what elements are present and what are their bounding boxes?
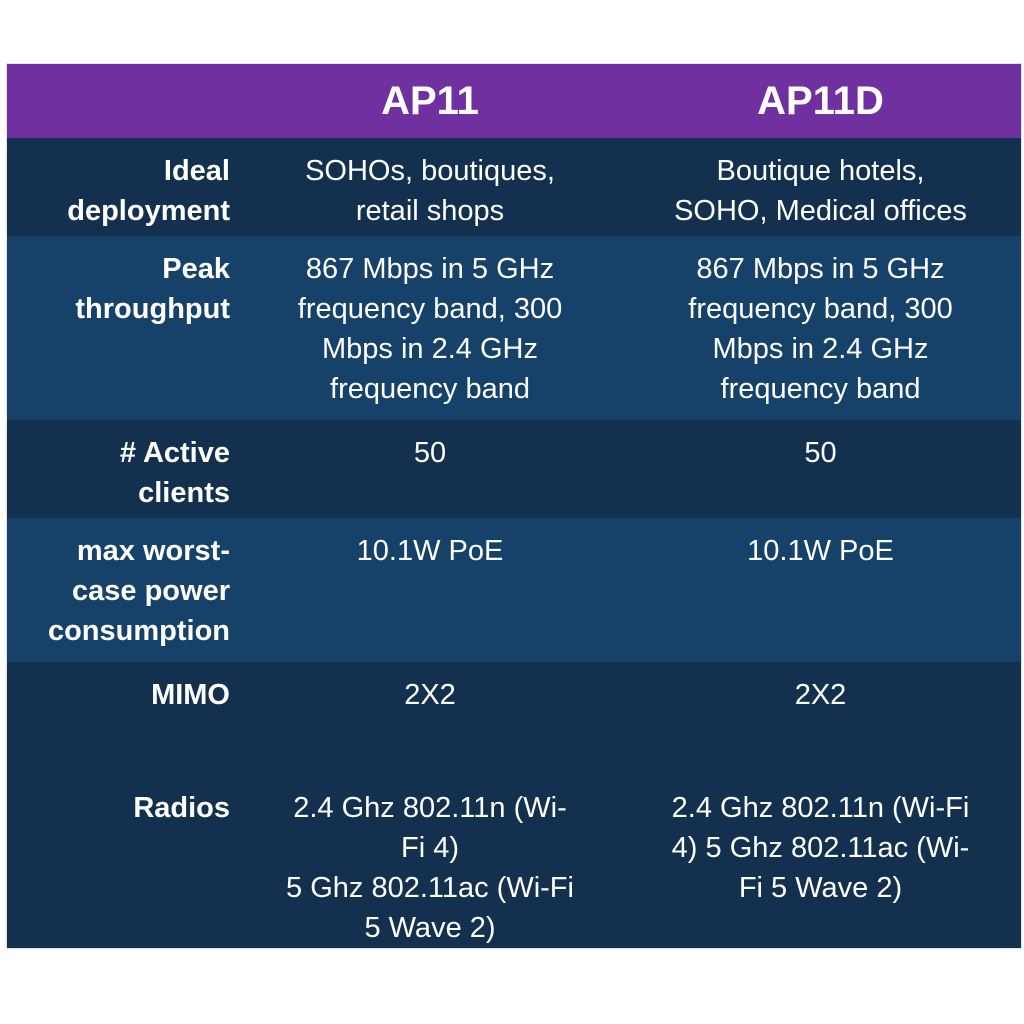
product-comparison-table: AP11 AP11D Ideal deployment SOHOs, bouti… [7,64,1021,948]
row-ideal-deployment: Ideal deployment SOHOs, boutiques, retai… [7,138,1021,236]
row-label-mimo: MIMO [151,679,230,711]
value-peak-throughput-ap11d: 867 Mbps in 5 GHz frequency band, 300 Mb… [688,253,953,405]
header-cell-ap11: AP11 [381,79,479,123]
value-max-power-ap11d: 10.1W PoE [747,535,894,567]
value-max-power-ap11: 10.1W PoE [356,535,504,567]
table-header-row: AP11 AP11D [7,64,1021,138]
value-peak-throughput-ap11: 867 Mbps in 5 GHz frequency band, 300 Mb… [297,253,563,405]
value-ideal-deployment-ap11d: Boutique hotels, SOHO, Medical offices [674,155,967,227]
row-max-power-consumption: max worst- case power consumption 10.1W … [7,518,1021,662]
row-label-radios: Radios [133,792,230,824]
value-radios-ap11: 2.4 Ghz 802.11n (Wi- Fi 4) 5 Ghz 802.11a… [286,792,574,944]
header-cell-ap11d: AP11D [757,79,884,123]
row-label-ideal-deployment: Ideal deployment [67,155,230,227]
row-radios: Radios 2.4 Ghz 802.11n (Wi- Fi 4) 5 Ghz … [7,775,1021,948]
row-label-active-clients: # Active clients [119,437,230,509]
row-label-peak-throughput: Peak throughput [75,253,230,325]
value-ideal-deployment-ap11: SOHOs, boutiques, retail shops [305,155,555,227]
row-active-clients: # Active clients 50 50 [7,420,1021,518]
row-peak-throughput: Peak throughput 867 Mbps in 5 GHz freque… [7,236,1021,420]
header-cell-empty [7,64,240,138]
row-label-max-power-consumption: max worst- case power consumption [47,535,230,647]
value-radios-ap11d: 2.4 Ghz 802.11n (Wi-Fi 4) 5 Ghz 802.11ac… [671,792,970,904]
value-mimo-ap11d: 2X2 [794,679,847,711]
value-active-clients-ap11: 50 [413,437,447,469]
value-mimo-ap11: 2X2 [404,679,456,711]
value-active-clients-ap11d: 50 [804,437,837,469]
row-mimo: MIMO 2X2 2X2 [7,662,1021,775]
